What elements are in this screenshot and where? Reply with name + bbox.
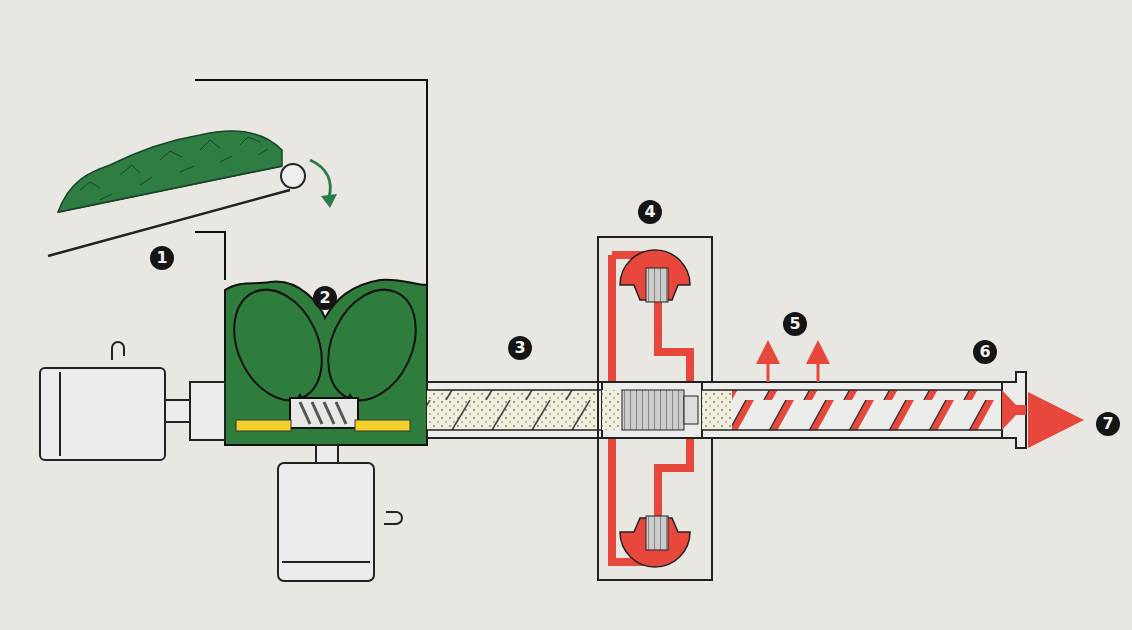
callout-number: 4	[638, 200, 662, 224]
side-motor	[40, 342, 225, 460]
melt-barrel	[702, 352, 1056, 448]
hopper	[195, 80, 427, 290]
mixer-chamber	[217, 276, 433, 445]
callout-number: 2	[313, 286, 337, 310]
bottom-motor	[278, 445, 402, 581]
screen-changer	[598, 237, 712, 580]
callout-number: 6	[973, 340, 997, 364]
conveyor	[48, 131, 337, 256]
feed-barrel	[427, 382, 602, 438]
callout-number: 7	[1096, 412, 1120, 436]
callout-number: 3	[508, 336, 532, 360]
callout-number: 1	[150, 246, 174, 270]
callout-number: 5	[783, 312, 807, 336]
